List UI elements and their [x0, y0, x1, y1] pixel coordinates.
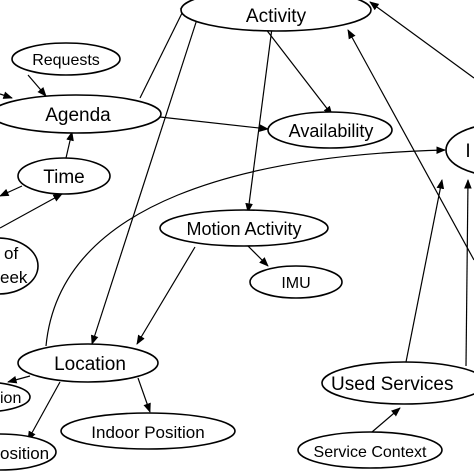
node-agenda[interactable]: Agenda [0, 94, 162, 134]
edge-activity-availability [264, 27, 333, 116]
edge-motion-location [136, 246, 196, 345]
node-outdoor-position[interactable]: ion [0, 382, 31, 412]
edge-requests-agenda [27, 74, 47, 97]
node-service-context-label: Service Context [314, 444, 427, 461]
edge-agenda-availability [159, 116, 269, 132]
edge-location-other [27, 381, 61, 441]
edge-right-activity-2 [347, 29, 474, 261]
node-availability[interactable]: Availability [267, 111, 393, 149]
edge-activity-motion [245, 27, 273, 213]
edge-left-agenda [0, 91, 13, 99]
node-other-position-label: osition [0, 444, 49, 463]
edge-used-right [405, 179, 445, 363]
edges [0, 1, 474, 441]
node-motion-activity-label: Motion Activity [186, 219, 301, 239]
node-day-of-week[interactable]: of eek [0, 237, 39, 295]
node-imu[interactable]: IMU [249, 265, 343, 299]
node-agenda-label: Agenda [45, 105, 111, 126]
node-other-position[interactable]: osition [0, 433, 57, 471]
node-right[interactable]: I [445, 124, 474, 176]
node-time-label: Time [43, 167, 85, 188]
edge-agenda-activity [139, 2, 188, 99]
node-requests[interactable]: Requests [11, 42, 121, 76]
node-motion-activity[interactable]: Motion Activity [159, 209, 329, 247]
edge-time-left [0, 185, 23, 197]
node-indoor-position-label: Indoor Position [91, 423, 204, 442]
edge-location-outdoor [7, 375, 31, 384]
node-location-label: Location [54, 354, 126, 375]
edge-day-time [0, 193, 63, 229]
edge-time-agenda [65, 131, 74, 159]
node-day-of-week-line-2: eek [0, 268, 28, 287]
node-used-services[interactable]: Used Services [321, 361, 474, 405]
edge-right-activity [369, 1, 474, 79]
node-day-of-week-label: of eek [0, 244, 28, 287]
node-used-services-label: Used Services [331, 374, 454, 395]
node-activity[interactable]: Activity [180, 0, 372, 32]
edge-activity-location [91, 9, 201, 345]
node-imu-label: IMU [281, 275, 310, 292]
node-activity-label: Activity [246, 6, 307, 27]
node-time[interactable]: Time [17, 157, 111, 195]
node-service-context[interactable]: Service Context [297, 431, 443, 469]
edge-location-right [45, 146, 446, 347]
node-outdoor-position-label: ion [0, 390, 21, 407]
edge-context-used [371, 407, 401, 433]
node-location[interactable]: Location [17, 343, 159, 383]
edge-used-right-2 [464, 179, 472, 367]
node-availability-label: Availability [289, 121, 374, 141]
node-day-of-week-line-1: of [4, 244, 18, 263]
node-indoor-position[interactable]: Indoor Position [60, 412, 236, 450]
node-right-label: I [465, 141, 470, 162]
edge-location-indoor [137, 377, 151, 413]
node-requests-label: Requests [32, 52, 100, 69]
